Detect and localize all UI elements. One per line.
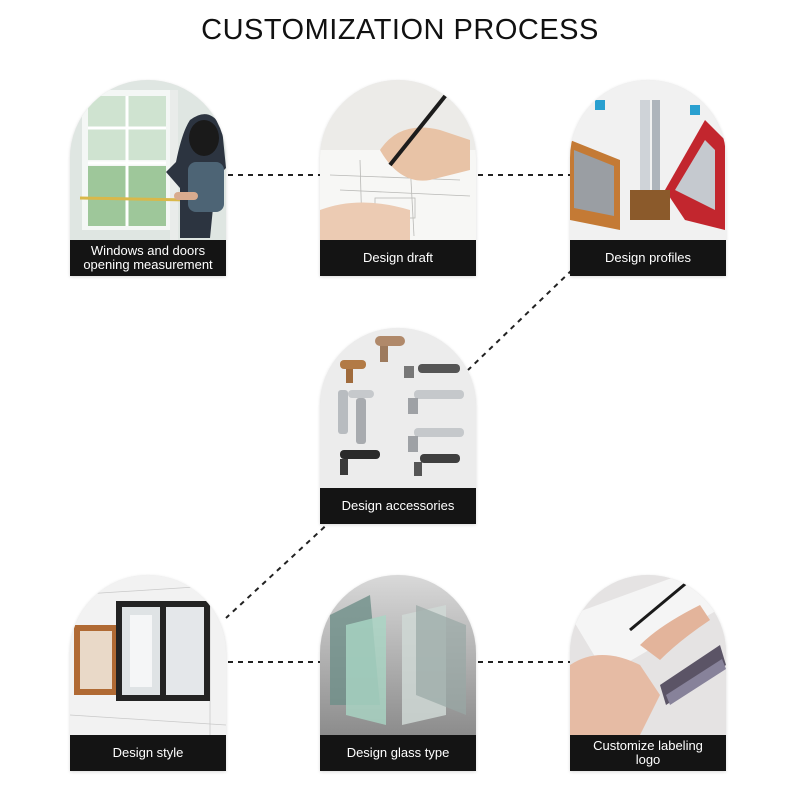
- step-label: Customize labeling logo: [570, 735, 726, 771]
- step-label: Design glass type: [320, 735, 476, 771]
- style-photo: [70, 575, 226, 735]
- step-card-measurement: Windows and doors opening measurement: [70, 80, 226, 276]
- profiles-photo: [570, 80, 726, 240]
- step-label: Design profiles: [570, 240, 726, 276]
- step-label: Design draft: [320, 240, 476, 276]
- connector-4-5: [225, 519, 333, 619]
- connector-3-4: [467, 269, 573, 371]
- page-title: CUSTOMIZATION PROCESS: [201, 14, 599, 46]
- accessories-photo: [320, 328, 476, 488]
- step-label: Windows and doors opening measurement: [70, 240, 226, 276]
- step-card-draft: Design draft: [320, 80, 476, 276]
- step-card-profiles: Design profiles: [570, 80, 726, 276]
- draft-photo: [320, 80, 476, 240]
- step-label: Design accessories: [320, 488, 476, 524]
- step-card-logo: Customize labeling logo: [570, 575, 726, 771]
- step-card-glass: Design glass type: [320, 575, 476, 771]
- step-card-accessories: Design accessories: [320, 328, 476, 524]
- step-label: Design style: [70, 735, 226, 771]
- step-card-style: Design style: [70, 575, 226, 771]
- logo-photo: [570, 575, 726, 735]
- glass-photo: [320, 575, 476, 735]
- measurement-photo: [70, 80, 226, 240]
